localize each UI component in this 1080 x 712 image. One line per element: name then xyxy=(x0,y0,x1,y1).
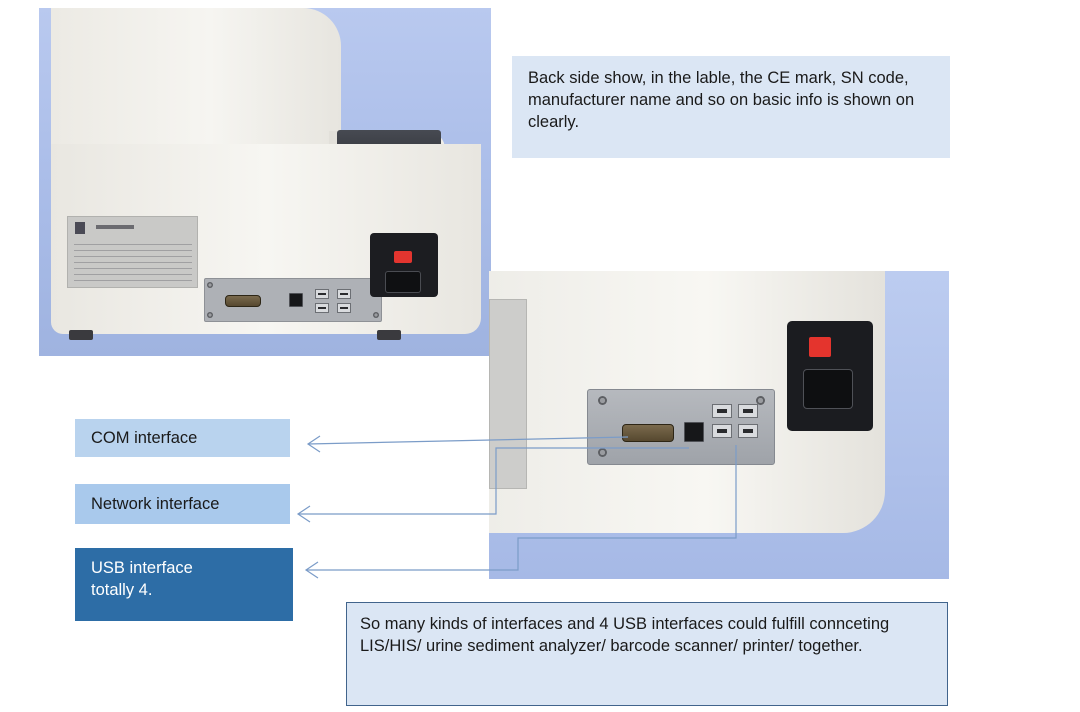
label-fine-print xyxy=(74,239,192,281)
screw-icon xyxy=(598,396,607,405)
screw-icon xyxy=(598,448,607,457)
com-port-icon xyxy=(622,424,674,442)
screw-icon xyxy=(756,396,765,405)
usb-port-icon xyxy=(712,424,732,438)
rating-label-picture xyxy=(67,216,198,288)
network-port-icon xyxy=(289,293,303,307)
interface-plate-closeup xyxy=(587,389,775,465)
network-arrow-head xyxy=(296,505,311,523)
rating-label-edge xyxy=(489,299,527,489)
com-port-icon xyxy=(225,295,261,307)
back-side-callout: Back side show, in the lable, the CE mar… xyxy=(512,56,950,158)
label-title-mark xyxy=(96,225,134,229)
power-switch-icon xyxy=(394,251,412,263)
analyzer-back-photo xyxy=(39,8,491,356)
interface-closeup-photo xyxy=(489,271,949,579)
com-interface-label: COM interface xyxy=(75,419,290,457)
network-port-icon xyxy=(684,422,704,442)
usb-port-icon xyxy=(738,424,758,438)
screw-icon xyxy=(207,312,213,318)
usb-port-icon xyxy=(337,289,351,299)
analyzer-foot xyxy=(69,330,93,340)
network-interface-label: Network interface xyxy=(75,484,290,524)
screw-icon xyxy=(373,312,379,318)
analyzer-foot xyxy=(377,330,401,340)
com-arrow-head xyxy=(306,435,321,453)
interfaces-summary-callout: So many kinds of interfaces and 4 USB in… xyxy=(346,602,948,706)
usb-port-icon xyxy=(738,404,758,418)
usb-port-icon xyxy=(315,303,329,313)
usb-interface-label: USB interface totally 4. xyxy=(75,548,293,621)
power-inlet-icon xyxy=(803,369,853,409)
usb-port-icon xyxy=(315,289,329,299)
usb-arrow-head xyxy=(304,561,319,579)
power-inlet-icon xyxy=(385,271,421,293)
usb-port-icon xyxy=(337,303,351,313)
analyzer-upper-housing xyxy=(51,8,341,146)
interface-plate xyxy=(204,278,382,322)
screw-icon xyxy=(207,282,213,288)
power-switch-icon xyxy=(809,337,831,357)
manufacturer-logo xyxy=(75,222,85,234)
usb-port-icon xyxy=(712,404,732,418)
